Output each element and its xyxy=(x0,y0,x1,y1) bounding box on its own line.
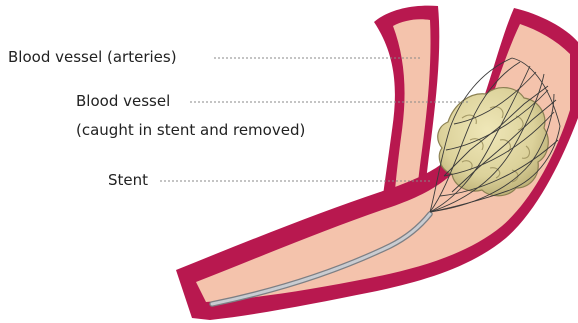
label-blood-vessel-arteries: Blood vessel (arteries) xyxy=(8,48,177,66)
label-stent: Stent xyxy=(108,171,148,189)
label-clot-line-1: Blood vessel xyxy=(76,92,170,110)
clot xyxy=(438,88,549,196)
label-clot-line-2: (caught in stent and removed) xyxy=(76,121,305,139)
